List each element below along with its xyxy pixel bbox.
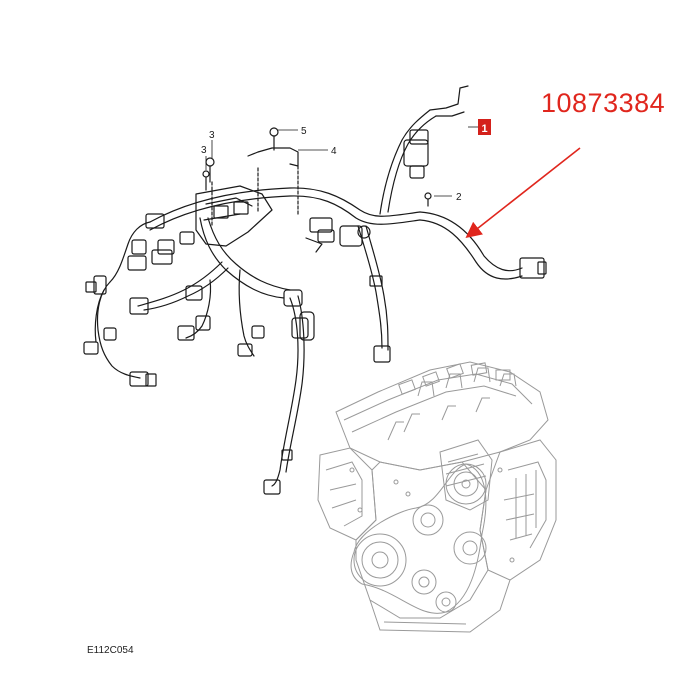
callout-1-box: [478, 119, 491, 135]
callout-leaders: [205, 126, 478, 197]
callout-5-label: 5: [301, 126, 307, 137]
part-number-annotation: 10873384: [541, 88, 666, 118]
callout-3a-label: 3: [209, 130, 215, 141]
callout-labels: 1 2 3 3 4 5: [201, 119, 491, 203]
wiring-harness: [83, 85, 547, 495]
callout-1-label: 1: [481, 123, 487, 135]
callout-2-label: 2: [456, 192, 462, 203]
callout-3b-label: 3: [201, 145, 207, 156]
engine-illustration: [317, 361, 557, 633]
figure-code: E112C054: [87, 645, 134, 656]
red-arrow-icon: [465, 147, 581, 238]
callout-4-label: 4: [331, 146, 337, 157]
